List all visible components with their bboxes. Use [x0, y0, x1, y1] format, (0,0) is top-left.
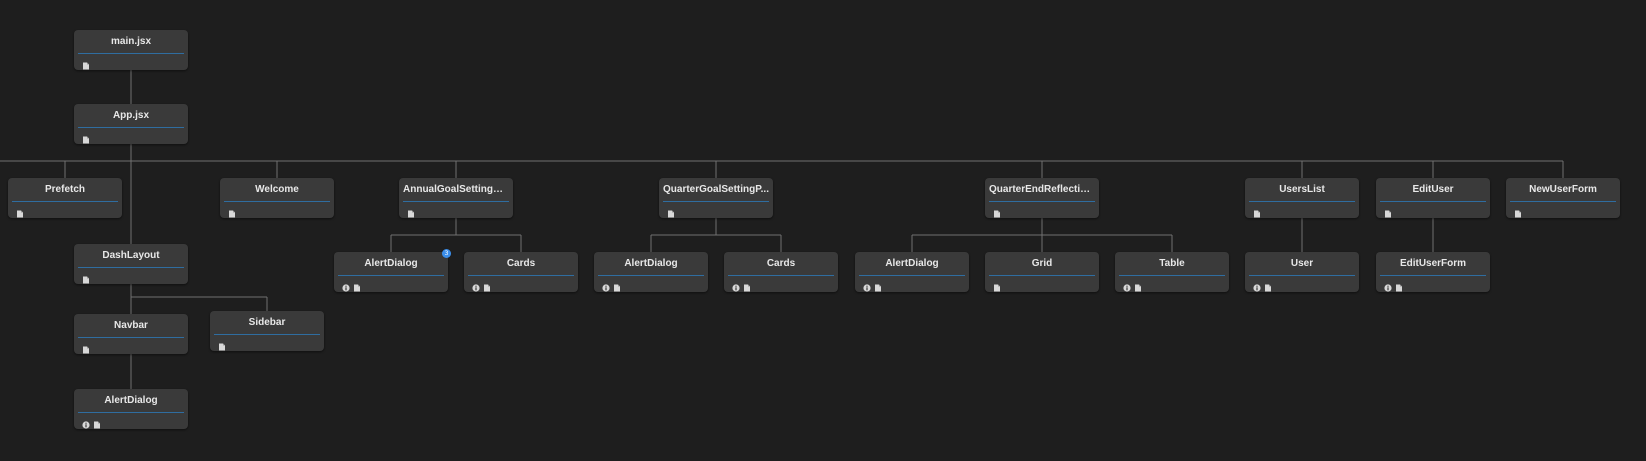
node-label: AlertDialog	[338, 257, 444, 276]
node-label: Table	[1119, 257, 1225, 276]
node-label: Navbar	[78, 319, 184, 338]
node-sidebar[interactable]: Sidebar	[210, 311, 324, 351]
node-label: DashLayout	[78, 249, 184, 268]
file-icon	[743, 279, 751, 292]
file-icon	[993, 205, 1001, 218]
node-welcome[interactable]: Welcome	[220, 178, 334, 218]
node-reflection-grid[interactable]: Grid	[985, 252, 1099, 292]
node-annual-cards[interactable]: Cards	[464, 252, 578, 292]
file-icon	[82, 341, 90, 354]
info-icon	[863, 279, 871, 292]
node-annual-goal-setting-page[interactable]: AnnualGoalSettingPa...	[399, 178, 513, 218]
node-label: Cards	[728, 257, 834, 276]
file-icon	[16, 205, 24, 218]
node-reflection-alert-dialog[interactable]: AlertDialog	[855, 252, 969, 292]
info-icon	[732, 279, 740, 292]
info-icon	[1384, 279, 1392, 292]
node-quarter-cards[interactable]: Cards	[724, 252, 838, 292]
node-annual-alert-dialog[interactable]: AlertDialog 3	[334, 249, 451, 292]
node-navbar[interactable]: Navbar	[74, 314, 188, 354]
node-label: EditUserForm	[1380, 257, 1486, 276]
file-icon	[228, 205, 236, 218]
file-icon	[1134, 279, 1142, 292]
file-icon	[407, 205, 415, 218]
info-icon	[1253, 279, 1261, 292]
info-icon	[1123, 279, 1131, 292]
node-label: AlertDialog	[78, 394, 184, 413]
node-label: App.jsx	[78, 109, 184, 128]
file-icon	[1253, 205, 1261, 218]
file-icon	[353, 279, 361, 292]
node-main-jsx[interactable]: main.jsx	[74, 30, 188, 70]
node-prefetch[interactable]: Prefetch	[8, 178, 122, 218]
node-label: NewUserForm	[1510, 183, 1616, 202]
file-icon	[1514, 205, 1522, 218]
node-label: UsersList	[1249, 183, 1355, 202]
node-label: main.jsx	[78, 35, 184, 54]
node-reflection-table[interactable]: Table	[1115, 252, 1229, 292]
notification-badge: 3	[442, 249, 451, 258]
node-edit-user-form[interactable]: EditUserForm	[1376, 252, 1490, 292]
node-label: QuarterEndReflection...	[989, 183, 1095, 202]
node-quarter-alert-dialog[interactable]: AlertDialog	[594, 252, 708, 292]
node-dash-layout[interactable]: DashLayout	[74, 244, 188, 284]
file-icon	[1264, 279, 1272, 292]
info-icon	[602, 279, 610, 292]
node-user[interactable]: User	[1245, 252, 1359, 292]
file-icon	[993, 279, 1001, 292]
file-icon	[1395, 279, 1403, 292]
node-label: EditUser	[1380, 183, 1486, 202]
node-quarter-goal-setting-page[interactable]: QuarterGoalSettingP...	[659, 178, 773, 218]
node-label: Grid	[989, 257, 1095, 276]
file-icon	[1384, 205, 1392, 218]
file-icon	[483, 279, 491, 292]
node-new-user-form[interactable]: NewUserForm	[1506, 178, 1620, 218]
file-icon	[82, 57, 90, 70]
node-label: Sidebar	[214, 316, 320, 335]
file-icon	[82, 271, 90, 284]
node-edit-user[interactable]: EditUser	[1376, 178, 1490, 218]
node-label: AnnualGoalSettingPa...	[403, 183, 509, 202]
file-icon	[93, 416, 101, 429]
node-label: Cards	[468, 257, 574, 276]
file-icon	[82, 131, 90, 144]
node-users-list[interactable]: UsersList	[1245, 178, 1359, 218]
node-quarter-end-reflection[interactable]: QuarterEndReflection...	[985, 178, 1099, 218]
file-icon	[218, 338, 226, 351]
info-icon	[82, 416, 90, 429]
file-icon	[667, 205, 675, 218]
node-app-jsx[interactable]: App.jsx	[74, 104, 188, 144]
node-navbar-alert-dialog[interactable]: AlertDialog	[74, 389, 188, 429]
info-icon	[472, 279, 480, 292]
node-label: Prefetch	[12, 183, 118, 202]
file-icon	[874, 279, 882, 292]
node-label: AlertDialog	[598, 257, 704, 276]
info-icon	[342, 279, 350, 292]
node-label: QuarterGoalSettingP...	[663, 183, 769, 202]
file-icon	[613, 279, 621, 292]
node-label: AlertDialog	[859, 257, 965, 276]
node-label: Welcome	[224, 183, 330, 202]
node-label: User	[1249, 257, 1355, 276]
